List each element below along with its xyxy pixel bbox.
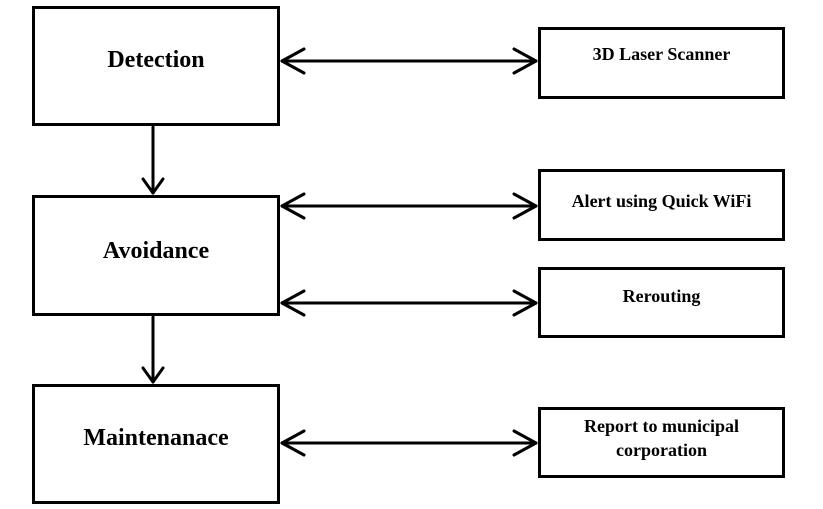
arrow-avoidance-alert <box>280 192 538 220</box>
alert-wifi-box: Alert using Quick WiFi <box>538 169 785 241</box>
maintenance-label: Maintenanace <box>83 424 229 451</box>
avoidance-label: Avoidance <box>102 238 210 264</box>
report-label-line2: corporation <box>616 439 707 460</box>
detection-box: Detection <box>32 6 280 126</box>
arrow-avoidance-maintenance <box>141 315 165 384</box>
rerouting-label: Rerouting <box>622 285 701 306</box>
arrow-detection-avoidance <box>141 125 165 195</box>
arrow-detection-laser <box>280 47 538 75</box>
report-label-line1: Report to municipal <box>584 416 739 437</box>
arrow-maintenance-report <box>280 429 538 457</box>
laser-scanner-label: 3D Laser Scanner <box>592 44 731 65</box>
alert-wifi-label: Alert using Quick WiFi <box>571 191 752 212</box>
detection-label: Detection <box>107 46 205 73</box>
laser-scanner-box: 3D Laser Scanner <box>538 27 785 99</box>
report-box: Report to municipal corporation <box>538 407 785 478</box>
maintenance-box: Maintenanace <box>32 384 280 504</box>
arrow-avoidance-rerouting <box>280 289 538 317</box>
report-label: Report to municipal corporation <box>584 415 739 462</box>
avoidance-box: Avoidance <box>32 195 280 316</box>
rerouting-box: Rerouting <box>538 267 785 338</box>
